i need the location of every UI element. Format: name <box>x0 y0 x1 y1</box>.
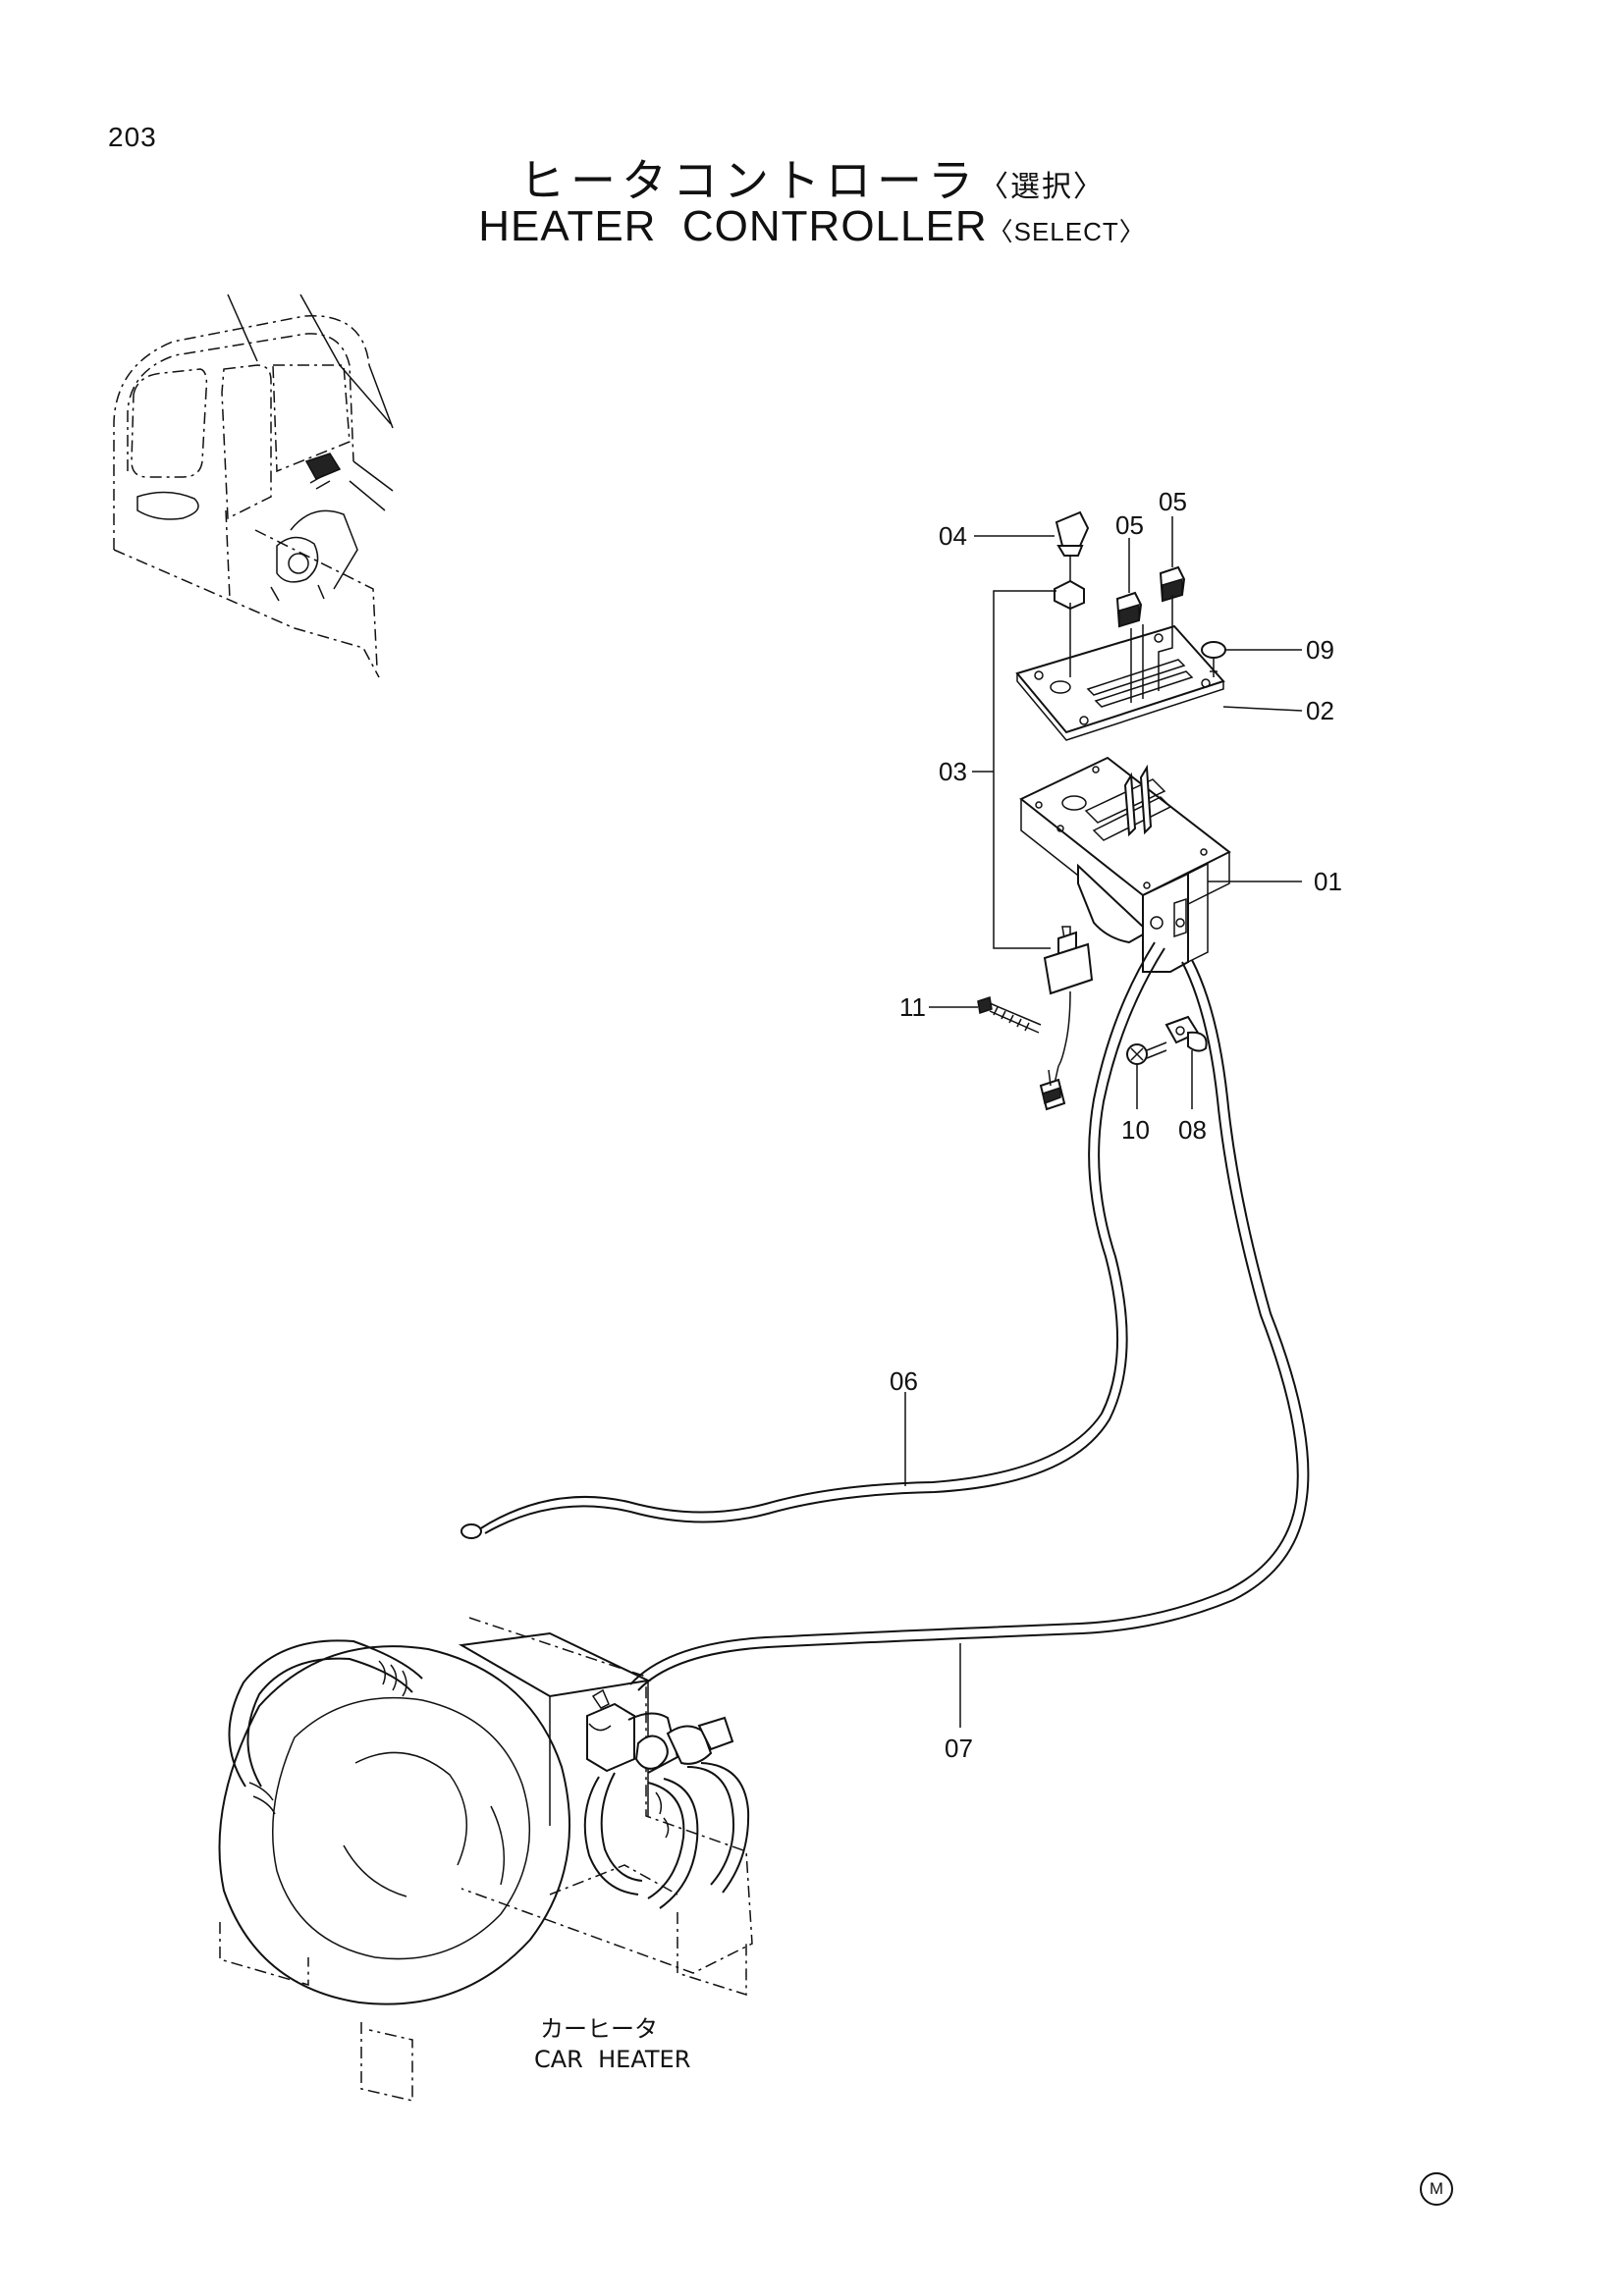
cable-06-drawing <box>460 941 1165 1539</box>
title-japanese: ヒータコントローラ〈選択〉 <box>0 145 1624 210</box>
leader-03 <box>972 590 1056 949</box>
callout-10: 10 <box>1121 1115 1150 1145</box>
car-heater-drawing <box>218 1617 753 2102</box>
bracket-01-drawing <box>1019 756 1231 973</box>
title-english: HEATER CONTROLLER〈SELECT〉 <box>0 202 1624 251</box>
callout-04: 04 <box>939 521 967 551</box>
title-english-main: HEATER CONTROLLER <box>478 202 988 250</box>
callout-02: 02 <box>1306 696 1334 725</box>
cable-07-drawing <box>629 959 1310 1691</box>
microswitch-03-drawing <box>1039 926 1094 1111</box>
knob-04-drawing <box>1054 510 1090 611</box>
clamp-08-drawing <box>1164 1015 1208 1052</box>
title-japanese-suffix: 〈選択〉 <box>979 171 1105 203</box>
lever-knobs-05-drawing <box>1115 516 1186 628</box>
callout-08: 08 <box>1178 1115 1207 1145</box>
callout-03: 03 <box>939 757 967 786</box>
callout-07: 07 <box>945 1734 973 1763</box>
callout-05-left: 05 <box>1115 510 1144 540</box>
cover-plate-02-drawing <box>1015 595 1225 741</box>
title-japanese-main: ヒータコントローラ <box>519 155 979 206</box>
screw-10-drawing <box>1126 1041 1167 1065</box>
callout-01: 01 <box>1314 867 1342 896</box>
callout-09: 09 <box>1306 635 1334 665</box>
car-heater-label-en: CAR HEATER <box>534 2046 690 2073</box>
cable-tie-11-drawing <box>977 996 1042 1034</box>
car-heater-label-jp: カーヒータ <box>540 2015 658 2043</box>
cab-locator-drawing <box>113 294 394 678</box>
title-english-suffix: 〈SELECT〉 <box>987 217 1146 246</box>
leader-02 <box>1222 706 1303 712</box>
page-number: 203 <box>108 122 157 152</box>
callout-11: 11 <box>899 992 926 1022</box>
circled-m-mark: M <box>1420 2172 1453 2206</box>
callout-06: 06 <box>890 1366 918 1396</box>
callout-05-right: 05 <box>1159 487 1187 516</box>
